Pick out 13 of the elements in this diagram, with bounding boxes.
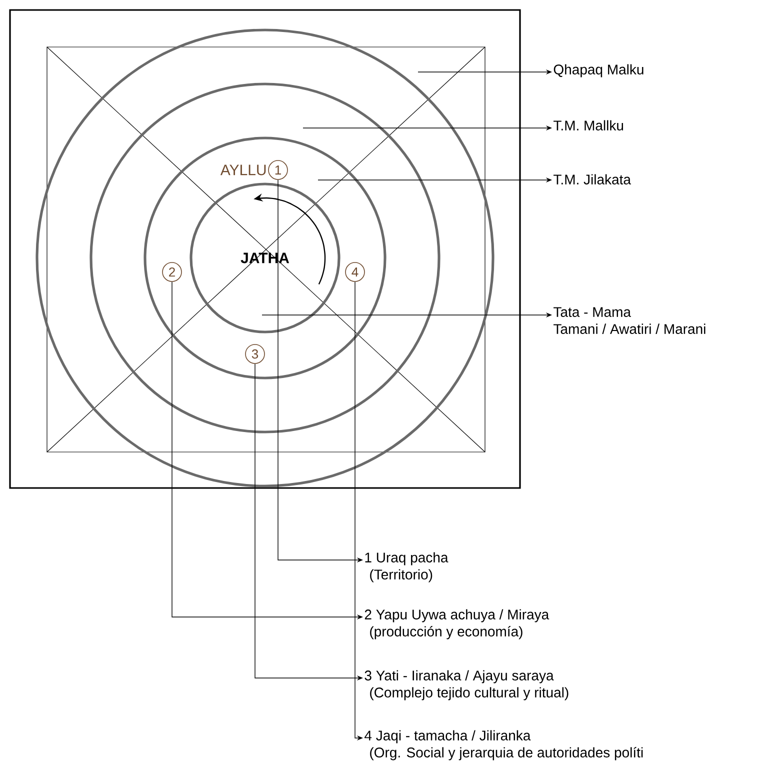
item-label: 2 Yapu Uywa achuya / Miraya (producción y economía) <box>364 609 550 640</box>
circled-number: 2 <box>162 262 182 282</box>
side-label: T.M. Jilakata <box>554 174 631 184</box>
side-label: T.M. Mallku <box>554 120 624 130</box>
circled-number: 3 <box>245 344 265 364</box>
side-label: Qhapaq Malku <box>554 64 644 78</box>
circled-number: 1 <box>268 160 288 180</box>
item-label: 4 Jaqi - tamacha / Jiliranka (Org. Social y jerarquia de autoridades políti <box>364 730 643 760</box>
ayllu-label: AYLLU <box>220 164 266 176</box>
item-label: 3 Yati - Iiranaka / Ajayu saraya (Complejo tejido cultural y ritual) <box>364 670 568 700</box>
side-label: Tata - Mama Tamani / Awatiri / Marani <box>554 307 706 334</box>
item-label: 1 Uraq pacha (Territorio) <box>365 552 448 582</box>
circled-number: 4 <box>345 262 365 282</box>
